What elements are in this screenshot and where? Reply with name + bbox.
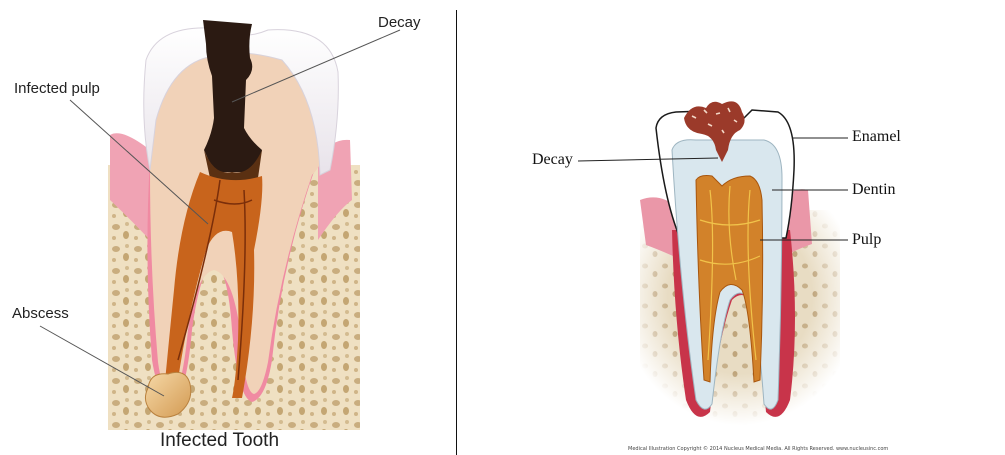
infected-tooth-illustration <box>0 0 455 455</box>
tooth-anatomy-illustration <box>460 0 1005 455</box>
label-pulp: Pulp <box>852 231 881 249</box>
label-enamel: Enamel <box>852 128 901 146</box>
panel-divider <box>456 10 457 455</box>
caption-infected-tooth: Infected Tooth <box>160 430 279 452</box>
label-decay-right: Decay <box>532 151 573 169</box>
label-dentin: Dentin <box>852 181 896 199</box>
label-abscess: Abscess <box>12 305 69 322</box>
copyright-credit: Medical Illustration Copyright © 2014 Nu… <box>628 446 888 452</box>
label-infected-pulp: Infected pulp <box>14 80 100 97</box>
infected-tooth-panel: Decay Infected pulp Abscess Infected Too… <box>0 0 455 455</box>
label-decay: Decay <box>378 14 421 31</box>
tooth-anatomy-panel: Decay Enamel Dentin Pulp Medical Illustr… <box>460 0 1005 455</box>
